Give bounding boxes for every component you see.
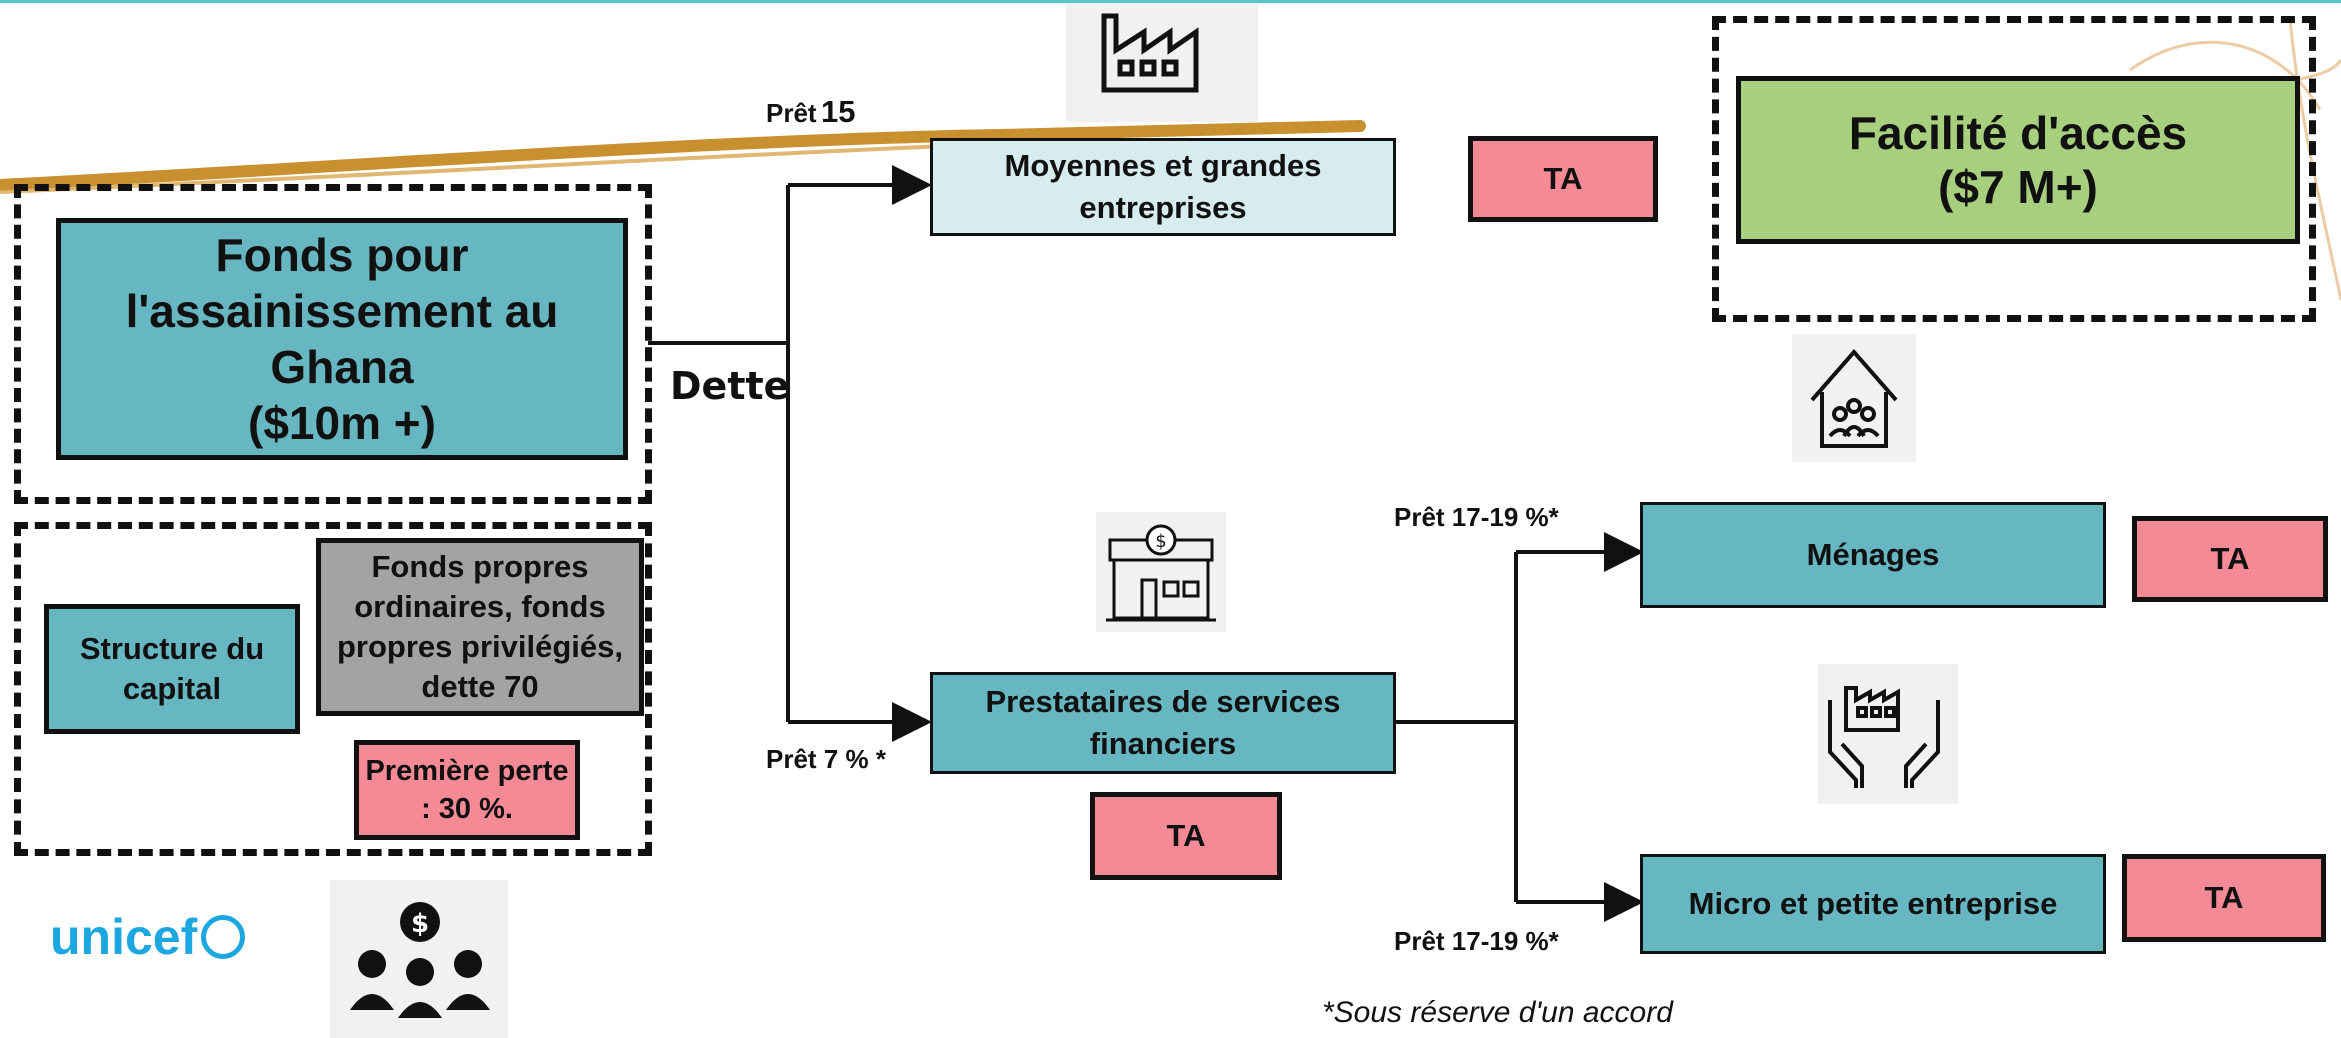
pret-7-label: Prêt 7 % * bbox=[766, 744, 886, 774]
financial-providers-label: Prestataires de services financiers bbox=[985, 684, 1341, 761]
hands-icon-tile bbox=[1818, 664, 1958, 804]
capital-structure-label: Structure du capital bbox=[79, 631, 265, 706]
ta-financial-label: TA bbox=[1166, 818, 1206, 853]
capital-structure-box: Structure du capital bbox=[44, 604, 300, 734]
micro-small-box: Micro et petite entreprise bbox=[1640, 854, 2106, 954]
fund-box: Fonds pour l'assainissement au Ghana ($1… bbox=[56, 218, 628, 460]
facility-container bbox=[1712, 16, 2316, 322]
bank-icon-tile bbox=[1096, 512, 1226, 632]
ta-micro-box: TA bbox=[2122, 854, 2326, 942]
equity-label: Fonds propres ordinaires, fonds propres … bbox=[337, 549, 623, 704]
pret-15-label: Prêt 15 bbox=[766, 94, 856, 130]
ta-large-label: TA bbox=[1543, 161, 1583, 196]
fund-title-line4: ($10m +) bbox=[248, 397, 436, 449]
ta-micro-label: TA bbox=[2204, 880, 2244, 915]
ta-households-box: TA bbox=[2132, 516, 2328, 602]
fund-title-line3: Ghana bbox=[270, 341, 414, 393]
financial-providers-box: Prestataires de services financiers bbox=[930, 672, 1396, 774]
facility-line1: Facilité d'accès bbox=[1848, 107, 2188, 159]
pret-15-value: 15 bbox=[821, 94, 856, 129]
brush-stroke bbox=[0, 120, 1366, 191]
pret-17-19-top-label: Prêt 17-19 %* bbox=[1394, 502, 1559, 532]
pret-15-word: Prêt bbox=[766, 98, 817, 128]
equity-box: Fonds propres ordinaires, fonds propres … bbox=[316, 538, 644, 716]
households-box: Ménages bbox=[1640, 502, 2106, 608]
factory-icon-tile bbox=[1066, 4, 1258, 122]
first-loss-label: Première perte : 30 %. bbox=[365, 755, 569, 825]
house-icon-tile bbox=[1792, 334, 1916, 462]
investors-icon-tile bbox=[330, 880, 508, 1038]
households-label: Ménages bbox=[1806, 537, 1940, 572]
footnote: *Sous réserve d'un accord bbox=[1322, 996, 1673, 1029]
fund-title-line1: Fonds pour bbox=[215, 229, 469, 281]
unicef-logo-icon bbox=[201, 915, 246, 959]
large-enterprises-label: Moyennes et grandes entreprises bbox=[1004, 148, 1322, 225]
fund-title-line2: l'assainissement au bbox=[125, 285, 559, 337]
ta-households-label: TA bbox=[2210, 541, 2250, 576]
capital-container bbox=[14, 522, 652, 856]
facility-box: Facilité d'accès ($7 M+) bbox=[1736, 76, 2300, 244]
pret-17-19-bottom-label: Prêt 17-19 %* bbox=[1394, 926, 1559, 956]
facility-line2: ($7 M+) bbox=[1938, 161, 2098, 213]
unicef-logo-text: unicef bbox=[50, 909, 198, 965]
ta-financial-box: TA bbox=[1090, 792, 1282, 880]
first-loss-box: Première perte : 30 %. bbox=[354, 740, 580, 840]
fund-container bbox=[14, 184, 652, 504]
large-enterprises-box: Moyennes et grandes entreprises bbox=[930, 138, 1396, 236]
dette-label: Dette bbox=[670, 364, 790, 408]
top-border-line bbox=[0, 0, 2341, 3]
ta-large-box: TA bbox=[1468, 136, 1658, 222]
micro-small-label: Micro et petite entreprise bbox=[1688, 886, 2058, 921]
unicef-logo: unicef bbox=[50, 908, 246, 966]
